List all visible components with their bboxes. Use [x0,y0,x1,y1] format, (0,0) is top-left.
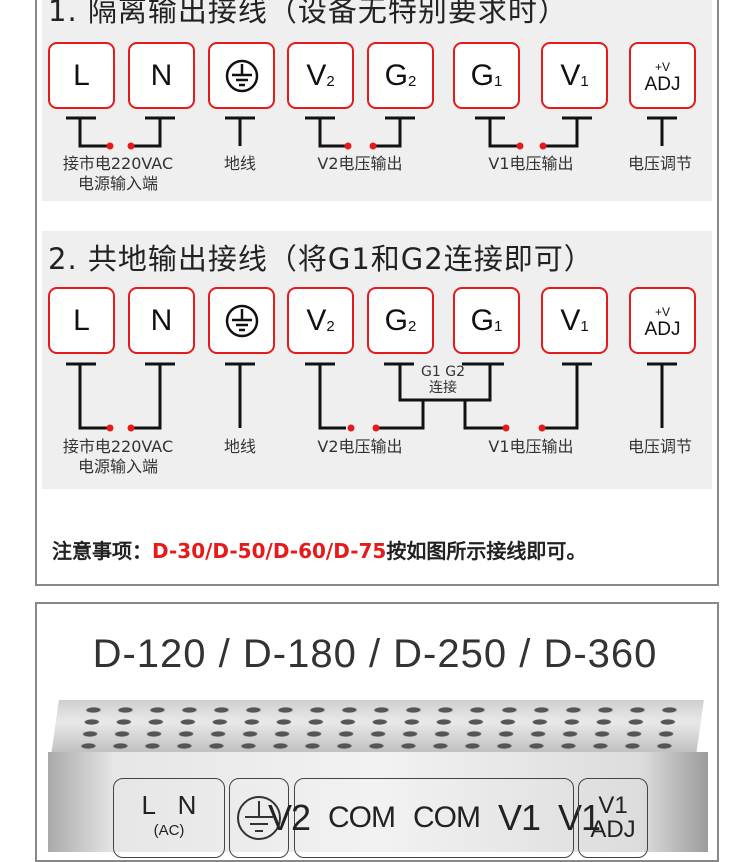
wire-adj-2 [647,362,677,428]
section1-title: 1. 隔离输出接线（设备无特别要求时） [48,0,568,28]
psu-front-panel [48,752,708,852]
wire-v2-2 [305,362,346,430]
dot [502,424,510,432]
dot [127,142,135,150]
wire-v1 [545,116,592,148]
dot [538,424,546,432]
models-heading: D-120 / D-180 / D-250 / D-360 [92,632,658,676]
wire-adj [647,116,677,146]
section2-title: 2. 共地输出接线（将G1和G2连接即可） [48,242,594,276]
ground-icon [225,304,258,337]
wire-n-2 [133,362,175,430]
wire-g2 [375,116,415,148]
terminal-l: L [48,42,115,109]
terminal-l-2: L [48,287,115,354]
dot [372,424,380,432]
label-ground: 地线 [223,154,257,173]
dot [539,142,547,150]
wire-n [133,116,175,148]
label-v1-output-2: V1电压输出 [488,437,574,456]
terminal-gnd-2 [208,287,275,354]
dot [127,424,135,432]
wire-v2 [305,116,346,148]
wiring-lines [66,116,677,432]
label-voltage-adjust-2: 电压调节 [627,437,693,456]
label-v2-output: V2电压输出 [317,154,403,173]
wiring-frame [35,0,719,586]
psu-ac-terminal-label: L N (AC) [113,778,225,858]
dot [106,142,114,150]
label-v2-output-2: V2电压输出 [317,437,403,456]
wire-ground [225,116,255,146]
dot [106,424,114,432]
label-v1-output: V1电压输出 [488,154,574,173]
wire-v1-2 [545,362,592,430]
ground-icon [225,59,258,92]
wire-g1 [475,116,518,148]
wire-l-2 [66,362,108,430]
wire-l [66,116,108,148]
terminal-n-2: N [128,287,195,354]
dot [347,424,355,432]
wire-g1g2-link [378,362,504,430]
terminal-gnd [208,42,275,109]
dot [344,142,352,150]
dot [369,142,377,150]
wire-ground-2 [225,362,255,428]
note: 注意事项：D-30/D-50/D-60/D-75按如图所示接线即可。 [52,539,587,563]
terminal-n: N [128,42,195,109]
dot [516,142,524,150]
psu-perforated-cover [51,700,704,755]
label-voltage-adjust: 电压调节 [627,154,693,173]
label-ground-2: 地线 [223,437,257,456]
